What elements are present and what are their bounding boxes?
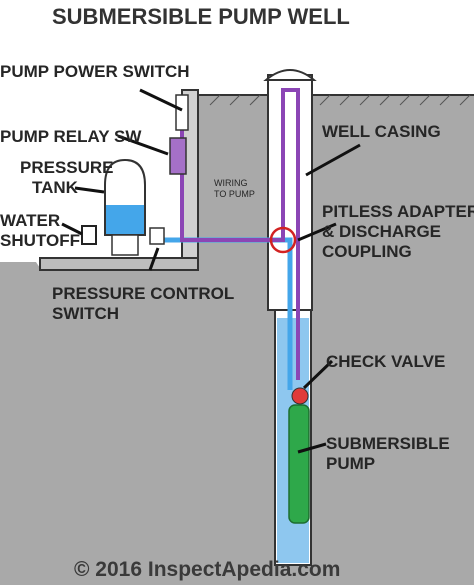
label-pressure-control-line1: PRESSURE CONTROL (52, 284, 235, 303)
label-well-casing: WELL CASING (322, 122, 441, 141)
label-submersible-line2: PUMP (326, 454, 376, 473)
label-check-valve: CHECK VALVE (326, 352, 446, 371)
label-water-shutoff-line2: SHUTOFF (0, 231, 80, 250)
label-wiring-line2: TO PUMP (214, 189, 255, 199)
copyright-footer: © 2016 InspectApedia.com (74, 558, 341, 581)
pressure-control-switch (149, 227, 165, 245)
pump-relay-box (169, 137, 187, 175)
check-valve (291, 387, 309, 405)
label-pitless-line3: COUPLING (322, 242, 412, 261)
label-pump-relay-sw: PUMP RELAY SW (0, 127, 142, 146)
label-wiring-line1: WIRING (214, 178, 248, 188)
ground-fill (0, 95, 474, 585)
pump-wiring (180, 88, 300, 380)
label-pump-power-switch: PUMP POWER SWITCH (0, 62, 190, 81)
label-pressure-tank-line2: TANK (32, 178, 78, 197)
label-pitless-line1: PITLESS ADAPTER (322, 202, 474, 221)
label-pressure-control-line2: SWITCH (52, 304, 120, 323)
label-pressure-tank-line1: PRESSURE (20, 158, 114, 177)
pitless-adapter-marker (269, 226, 297, 254)
water-shutoff-valve (81, 225, 97, 245)
pressure-tank-water (106, 205, 144, 234)
well-cap (263, 69, 317, 81)
submersible-pump (288, 404, 310, 524)
pump-power-switch-box (175, 94, 189, 131)
ground-hatch (209, 94, 471, 106)
label-pitless-line2: & DISCHARGE (322, 222, 442, 241)
label-water-shutoff-line1: WATER (0, 211, 61, 230)
label-arrows (61, 88, 361, 454)
label-submersible-line1: SUBMERSIBLE (326, 434, 450, 453)
diagram-title: SUBMERSIBLE PUMP WELL (52, 4, 350, 29)
tank-stand (111, 234, 139, 256)
basement-floor (39, 257, 199, 271)
